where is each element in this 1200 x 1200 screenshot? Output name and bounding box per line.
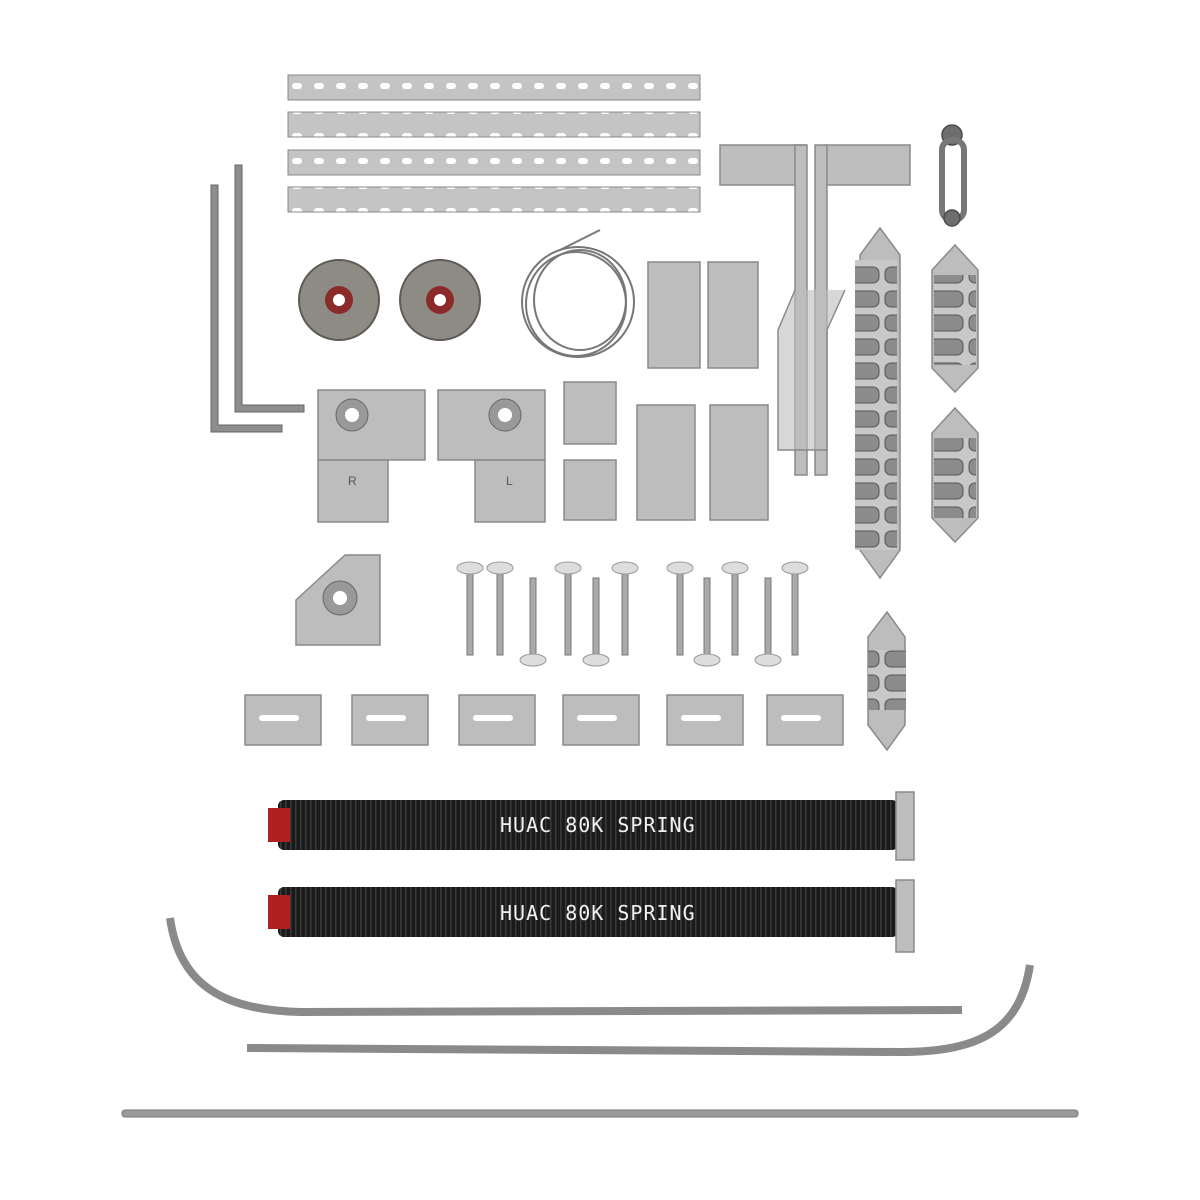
- bracket: [458, 694, 536, 746]
- roller: [666, 561, 694, 656]
- roller: [456, 561, 484, 656]
- plate-label-r: R: [348, 474, 357, 488]
- cable-drum-left: [298, 259, 380, 341]
- spring-label: HUAC 80K SPRING: [500, 813, 696, 837]
- roller: [486, 561, 514, 656]
- roller: [754, 577, 782, 667]
- roller: [582, 577, 610, 667]
- roller: [519, 577, 547, 667]
- hinges: [855, 226, 979, 752]
- torsion-shaft: [121, 1109, 1079, 1118]
- roller: [693, 577, 721, 667]
- torsion-spring-1: HUAC 80K SPRING: [268, 791, 915, 861]
- lift-handle: [939, 124, 967, 227]
- end-bearing-plate-left: L: [437, 389, 546, 523]
- roller: [781, 561, 809, 656]
- roller: [611, 561, 639, 656]
- mid-brackets: [563, 381, 769, 521]
- rear-hanger-strut: [719, 144, 911, 476]
- top-brackets: [647, 261, 759, 369]
- rollers: [456, 561, 809, 667]
- hex-wrench-rods: [210, 164, 305, 433]
- bracket: [562, 694, 640, 746]
- bracket: [766, 694, 844, 746]
- curved-tracks: [166, 917, 1034, 1057]
- cable-drum-right: [399, 259, 481, 341]
- bracket: [351, 694, 429, 746]
- center-bearing-plate: [295, 554, 381, 646]
- bracket: [244, 694, 322, 746]
- lift-cable-coil: [521, 229, 635, 358]
- end-bearing-plate-right: R: [317, 389, 426, 523]
- roller: [721, 561, 749, 656]
- spring-label: HUAC 80K SPRING: [500, 901, 696, 925]
- bracket: [666, 694, 744, 746]
- roller: [554, 561, 582, 656]
- plate-label-l: L: [506, 474, 513, 488]
- perforated-angle-strips: [287, 74, 701, 213]
- bottom-brackets: [244, 694, 844, 746]
- torsion-spring-2: HUAC 80K SPRING: [268, 879, 915, 953]
